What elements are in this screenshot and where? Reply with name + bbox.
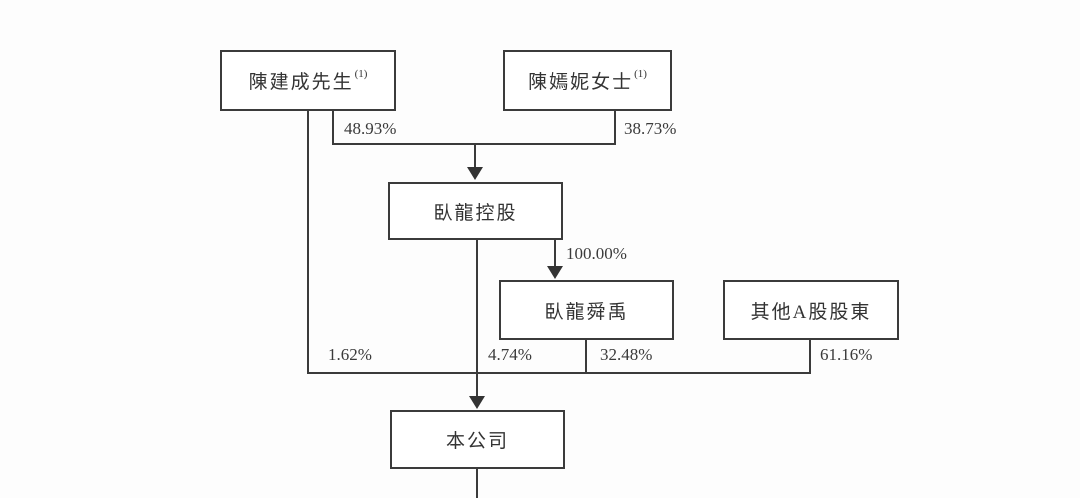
percentage-wolong-holdings-to-wolong-shunyu: 100.00% <box>566 244 627 263</box>
arrowhead-into-wolong-shunyu <box>547 266 563 279</box>
percentage-chen-yanni-to-wolong-holdings: 38.73% <box>624 119 677 138</box>
arrowhead-into-company <box>469 396 485 409</box>
node-wolong-holdings: 臥龍控股 <box>388 182 563 240</box>
percentage-other-a-shareholders-to-company: 61.16% <box>820 345 873 364</box>
node-chen-jiancheng-label: 陳建成先生 <box>248 72 354 93</box>
node-the-company: 本公司 <box>390 410 565 469</box>
node-chen-jiancheng: 陳建成先生(1) <box>220 50 396 111</box>
node-other-a-shareholders-label: 其他A股股東 <box>750 301 872 323</box>
footnote-ref: (1) <box>354 67 368 80</box>
node-wolong-holdings-label: 臥龍控股 <box>433 202 518 224</box>
node-other-a-shareholders: 其他A股股東 <box>723 280 899 340</box>
percentage-chen-jiancheng-to-wolong-holdings: 48.93% <box>344 119 397 138</box>
footnote-ref: (1) <box>634 67 647 80</box>
percentage-wolong-holdings-to-company: 4.74% <box>488 345 532 364</box>
percentage-wolong-shunyu-to-company: 32.48% <box>600 345 653 364</box>
arrowhead-into-wolong-holdings <box>467 167 483 180</box>
node-the-company-label: 本公司 <box>445 431 509 452</box>
node-wolong-shunyu-label: 臥龍舜禹 <box>544 301 629 323</box>
node-wolong-shunyu: 臥龍舜禹 <box>499 280 674 340</box>
percentage-chen-jiancheng-to-company: 1.62% <box>328 345 372 364</box>
node-chen-yanni: 陳嫣妮女士(1) <box>503 50 672 111</box>
node-chen-yanni-label: 陳嫣妮女士 <box>528 72 634 93</box>
